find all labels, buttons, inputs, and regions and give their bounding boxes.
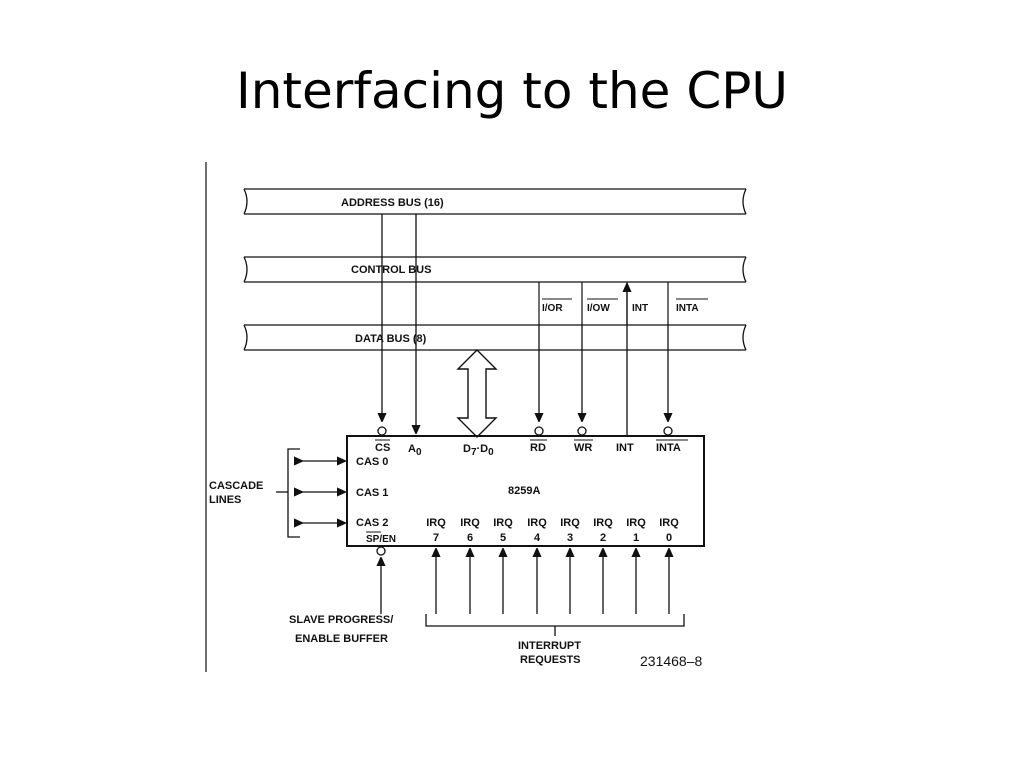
slide-title: Interfacing to the CPU — [235, 62, 788, 120]
wr-bubble — [577, 426, 587, 436]
irq-number: 2 — [600, 532, 606, 544]
spen-bubble — [376, 546, 386, 556]
irq-label: IRQ — [659, 517, 679, 529]
interrupt-label-2: REQUESTS — [520, 654, 581, 666]
pin-rd: RD — [530, 442, 546, 454]
irq-number: 5 — [500, 532, 506, 544]
interrupt-label-1: INTERRUPT — [518, 640, 581, 652]
irq-number: 3 — [567, 532, 573, 544]
pin-cas0: CAS 0 — [356, 456, 388, 468]
irq-arrows — [436, 549, 669, 614]
interrupt-bracket — [425, 614, 685, 627]
irq-label: IRQ — [593, 517, 613, 529]
irq-number: 1 — [633, 532, 639, 544]
data-bus — [243, 324, 747, 351]
address-bus — [243, 188, 747, 215]
inta-control-label: INTA — [676, 303, 699, 314]
control-bus-label: CONTROL BUS — [351, 264, 431, 276]
inta-bubble — [663, 426, 673, 436]
irq-number: 4 — [534, 532, 541, 544]
cascade-label-2: LINES — [209, 494, 241, 506]
irq-label: IRQ — [493, 517, 513, 529]
ior-label: I/OR — [542, 303, 563, 314]
chip-name: 8259A — [508, 485, 540, 497]
rd-bubble — [534, 426, 544, 436]
cascade-arrows — [302, 461, 345, 523]
pin-inta: INTA — [656, 442, 681, 454]
iow-label: I/OW — [587, 303, 610, 314]
irq-label: IRQ — [626, 517, 646, 529]
cascade-bracket — [287, 448, 300, 538]
pin-a0: A0 — [408, 443, 422, 458]
pin-cas1: CAS 1 — [356, 487, 388, 499]
address-bus-label: ADDRESS BUS (16) — [341, 197, 444, 209]
cs-bubble — [377, 426, 387, 436]
irq-label: IRQ — [460, 517, 480, 529]
pin-d7-d0: D7·D0 — [463, 443, 494, 458]
chip-8259a — [346, 435, 705, 547]
irq-labels: IRQ 7 IRQ 6 IRQ 5 IRQ 4 IRQ 3 IRQ 2 IRQ 1 IRQ 0 — [426, 517, 679, 544]
irq-number: 0 — [666, 532, 672, 544]
figure-ref: 231468–8 — [640, 653, 703, 669]
int-control-label: INT — [632, 303, 648, 314]
data-bus-double-arrow — [456, 349, 498, 438]
control-bus — [243, 256, 747, 283]
irq-number: 7 — [433, 532, 439, 544]
irq-label: IRQ — [560, 517, 580, 529]
slave-label-1: SLAVE PROGRESS/ — [289, 614, 393, 626]
pin-wr: WR — [574, 442, 592, 454]
pin-spen: SP/EN — [366, 534, 396, 545]
irq-label: IRQ — [426, 517, 446, 529]
data-bus-label: DATA BUS (8) — [355, 333, 427, 345]
pin-int: INT — [616, 442, 634, 454]
irq-label: IRQ — [527, 517, 547, 529]
pin-cs: CS — [375, 442, 390, 454]
cascade-label-1: CASCADE — [209, 480, 263, 492]
pin-cas2: CAS 2 — [356, 517, 388, 529]
slave-label-2: ENABLE BUFFER — [295, 633, 388, 645]
irq-number: 6 — [467, 532, 473, 544]
